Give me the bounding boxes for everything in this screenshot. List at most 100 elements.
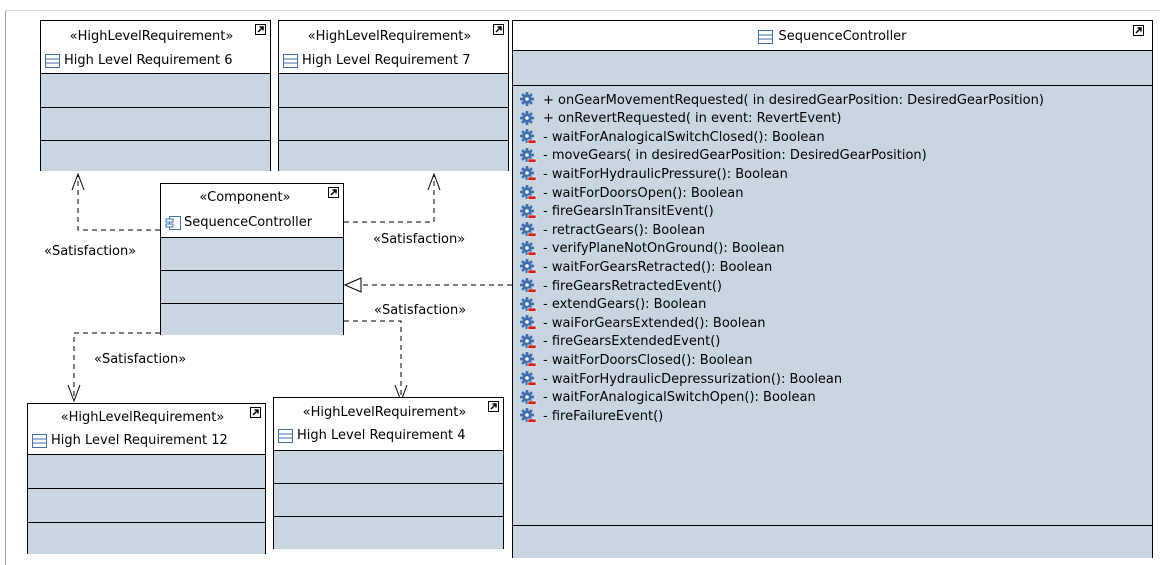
class-icon (45, 54, 60, 68)
private-operation-icon (520, 333, 537, 349)
shortcut-arrow-icon[interactable] (250, 407, 261, 418)
compartment-operations: + onGearMovementRequested( in desiredGea… (513, 85, 1152, 525)
operation-row[interactable]: - waitForAnalogicalSwitchClosed(): Boole… (519, 128, 825, 146)
compartment-attributes (274, 450, 503, 483)
operation-signature: - extendGears(): Boolean (543, 297, 707, 313)
private-operation-icon (520, 129, 537, 144)
diagram-frame-left (5, 10, 6, 565)
requirement-box-hlr7[interactable]: «HighLevelRequirement» High Level Requir… (278, 20, 509, 171)
operation-signature: - waitForHydraulicDepressurization(): Bo… (543, 371, 843, 387)
class-name: SequenceController (778, 29, 907, 44)
stereotype-label: «Component» (199, 190, 291, 205)
operation-signature: - waiForGearsExtended(): Boolean (543, 315, 766, 331)
private-operation-icon (520, 259, 537, 275)
operation-row[interactable]: - waitForDoorsOpen(): Boolean (519, 184, 744, 202)
requirement-box-hlr12[interactable]: «HighLevelRequirement» High Level Requir… (27, 403, 266, 554)
shortcut-arrow-icon[interactable] (1133, 25, 1144, 36)
shortcut-arrow-icon[interactable] (328, 187, 339, 198)
edge-satisfaction-hlr7[interactable] (344, 176, 435, 223)
public-operation-icon (520, 92, 534, 106)
operation-row[interactable]: - fireGearsInTransitEvent() (519, 203, 714, 221)
operation-row[interactable]: - waitForGearsRetracted(): Boolean (519, 258, 772, 276)
operation-signature: - waitForAnalogicalSwitchClosed(): Boole… (543, 129, 825, 145)
arrowhead-hlr7 (427, 172, 441, 191)
edge-label-satisfaction-hlr4: «Satisfaction» (374, 303, 467, 318)
requirement-name: High Level Requirement 12 (51, 433, 228, 448)
compartment-extra (274, 516, 503, 549)
edge-label-satisfaction-hlr7: «Satisfaction» (373, 232, 466, 247)
stereotype-label: «HighLevelRequirement» (69, 29, 234, 44)
compartment-operations (279, 107, 508, 140)
arrowhead-hlr12 (67, 384, 81, 403)
stereotype-label: «HighLevelRequirement» (302, 405, 467, 420)
private-operation-icon (520, 240, 537, 256)
compartment-attributes (41, 73, 270, 107)
edge-label-satisfaction-hlr6: «Satisfaction» (44, 244, 137, 259)
compartment-operations (28, 488, 265, 522)
compartment-attributes (279, 73, 508, 107)
operation-row[interactable]: - fireGearsRetractedEvent() (519, 277, 722, 295)
edge-satisfaction-hlr4[interactable] (344, 320, 402, 399)
operation-signature: - moveGears( in desiredGearPosition: Des… (543, 148, 927, 164)
operation-row[interactable]: + onRevertRequested( in event: RevertEve… (519, 110, 841, 128)
edge-satisfaction-hlr12[interactable] (73, 332, 160, 399)
compartment-extra (41, 140, 270, 171)
operation-row[interactable]: - waiForGearsExtended(): Boolean (519, 314, 766, 332)
operation-signature: + onGearMovementRequested( in desiredGea… (543, 92, 1044, 108)
operation-signature: - verifyPlaneNotOnGround(): Boolean (543, 241, 785, 257)
operation-row[interactable]: - moveGears( in desiredGearPosition: Des… (519, 147, 927, 165)
operation-signature: - waitForDoorsClosed(): Boolean (543, 352, 753, 368)
compartment-attributes (513, 50, 1152, 85)
operation-row[interactable]: - fireGearsExtendedEvent() (519, 333, 720, 351)
compartment-attributes (161, 237, 343, 270)
component-box[interactable]: «Component» SequenceController (160, 183, 344, 335)
private-operation-icon (520, 352, 537, 368)
compartment-attributes (28, 454, 265, 488)
compartment-operations (41, 107, 270, 140)
private-operation-icon (520, 203, 537, 219)
requirement-name: High Level Requirement 6 (64, 53, 233, 68)
requirement-box-hlr6[interactable]: «HighLevelRequirement» High Level Requir… (40, 20, 271, 171)
realization-triangle (343, 277, 362, 293)
requirement-name-row: High Level Requirement 7 (283, 53, 470, 69)
compartment-operations (161, 270, 343, 303)
class-name-row: SequenceController (513, 29, 1152, 45)
operation-row[interactable]: - waitForHydraulicDepressurization(): Bo… (519, 370, 842, 388)
operation-row[interactable]: - waitForHydraulicPressure(): Boolean (519, 165, 788, 183)
stereotype-label: «HighLevelRequirement» (307, 29, 472, 44)
class-icon (283, 54, 298, 68)
operation-row[interactable]: - verifyPlaneNotOnGround(): Boolean (519, 240, 785, 258)
operation-signature: - fireGearsExtendedEvent() (543, 334, 721, 350)
operation-row[interactable]: + onGearMovementRequested( in desiredGea… (519, 91, 1044, 109)
operation-row[interactable]: - fireFailureEvent() (519, 407, 663, 425)
requirement-box-hlr4[interactable]: «HighLevelRequirement» High Level Requir… (273, 397, 504, 549)
operation-signature: - waitForAnalogicalSwitchOpen(): Boolean (543, 390, 816, 406)
operation-row[interactable]: - waitForDoorsClosed(): Boolean (519, 351, 752, 369)
compartment-extra (161, 303, 343, 335)
shortcut-arrow-icon[interactable] (493, 24, 504, 35)
component-name: SequenceController (184, 215, 313, 230)
class-box-sequence-controller[interactable]: SequenceController + onGearMovementReque… (512, 20, 1153, 558)
shortcut-arrow-icon[interactable] (488, 401, 499, 412)
edge-satisfaction-hlr6[interactable] (77, 176, 160, 231)
private-operation-icon (520, 185, 537, 200)
requirement-name-row: High Level Requirement 6 (45, 53, 232, 69)
operation-row[interactable]: - retractGears(): Boolean (519, 221, 705, 239)
class-icon (278, 429, 293, 443)
arrowhead-hlr6 (71, 172, 85, 191)
component-name-row: SequenceController (165, 215, 312, 231)
public-operation-icon (520, 110, 534, 125)
compartment-extra (28, 522, 265, 554)
operation-signature: - fireFailureEvent() (543, 408, 664, 424)
private-operation-icon (520, 278, 537, 293)
private-operation-icon (520, 147, 537, 163)
operation-row[interactable]: - extendGears(): Boolean (519, 296, 706, 314)
private-operation-icon (520, 408, 537, 423)
compartment-operations (274, 483, 503, 516)
operation-row[interactable]: - waitForAnalogicalSwitchOpen(): Boolean (519, 389, 816, 407)
private-operation-icon (520, 166, 537, 182)
operation-signature: - fireGearsInTransitEvent() (543, 204, 714, 220)
diagram-frame-top (5, 10, 1160, 11)
shortcut-arrow-icon[interactable] (255, 24, 266, 35)
class-icon (758, 30, 774, 44)
